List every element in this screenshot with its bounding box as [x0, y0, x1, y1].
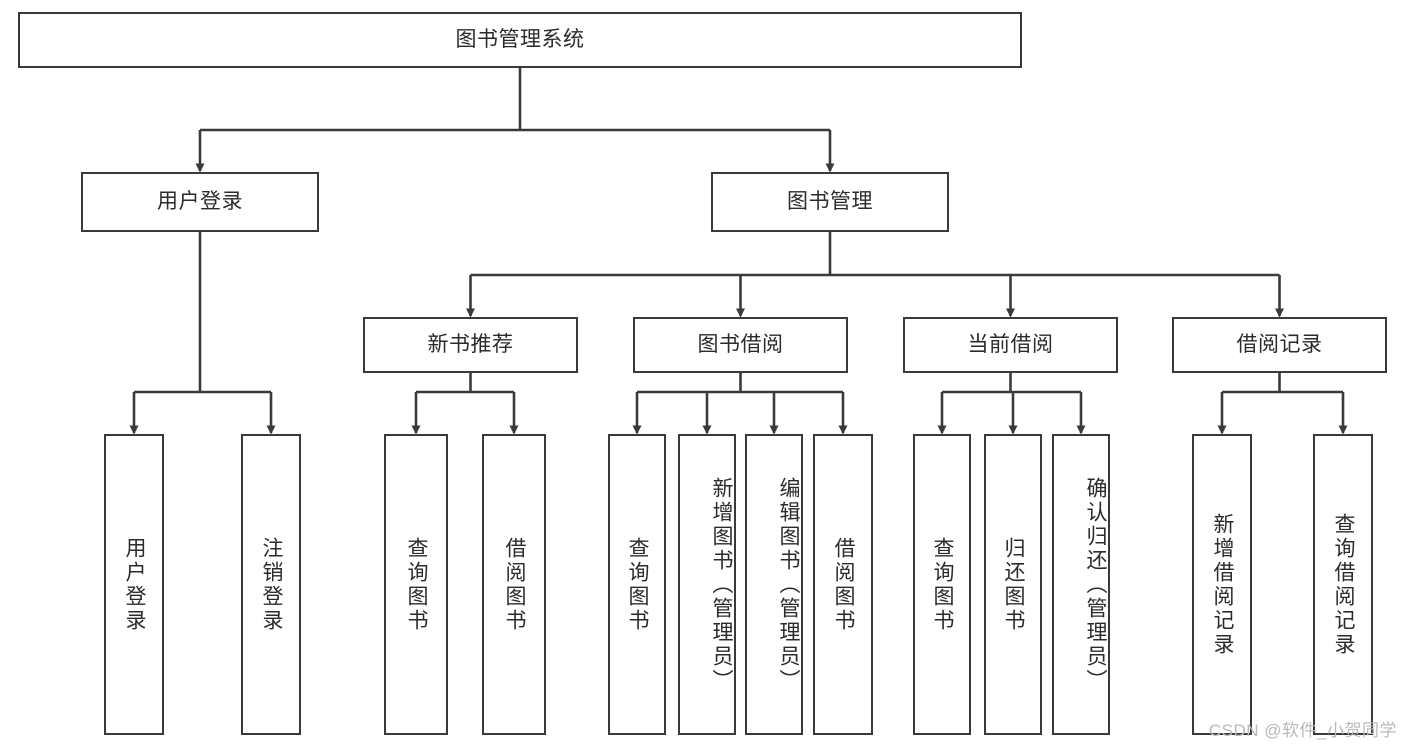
node-leaf-borrow-4[interactable]: 借阅图书: [813, 434, 873, 735]
node-label: 用户登录: [157, 190, 243, 214]
node-borrow[interactable]: 图书借阅: [633, 317, 848, 373]
node-login[interactable]: 用户登录: [81, 172, 319, 232]
node-records[interactable]: 借阅记录: [1172, 317, 1387, 373]
node-label: 查询图书: [626, 536, 650, 633]
node-label: 查询借阅记录: [1332, 512, 1356, 657]
node-leaf-cur-2[interactable]: 归还图书: [984, 434, 1042, 735]
node-label: 用户登录: [123, 536, 147, 633]
node-leaf-login-1[interactable]: 用户登录: [104, 434, 164, 735]
node-label: 新增图书（管理员）: [710, 476, 733, 693]
node-leaf-borrow-1[interactable]: 查询图书: [608, 434, 666, 735]
node-leaf-rec-2[interactable]: 查询借阅记录: [1313, 434, 1373, 735]
watermark-label: CSDN @软件_小贺同学: [1208, 721, 1397, 740]
node-newbook[interactable]: 新书推荐: [363, 317, 578, 373]
node-label: 借阅图书: [832, 536, 856, 633]
node-leaf-borrow-3[interactable]: 编辑图书（管理员）: [745, 434, 803, 735]
node-root[interactable]: 图书管理系统: [18, 12, 1022, 68]
node-label: 图书管理系统: [455, 28, 585, 52]
node-leaf-rec-1[interactable]: 新增借阅记录: [1192, 434, 1252, 735]
node-label: 查询图书: [931, 536, 955, 633]
node-leaf-new-1[interactable]: 查询图书: [384, 434, 448, 735]
node-label: 图书管理: [787, 190, 873, 214]
node-label: 当前借阅: [967, 333, 1054, 357]
node-label: 确认归还（管理员）: [1084, 476, 1107, 693]
node-label: 图书借阅: [697, 333, 784, 357]
node-label: 新增借阅记录: [1211, 512, 1235, 657]
node-label: 新书推荐: [427, 333, 514, 357]
node-label: 借阅图书: [503, 536, 527, 633]
node-leaf-cur-1[interactable]: 查询图书: [913, 434, 971, 735]
node-label: 查询图书: [405, 536, 429, 633]
node-leaf-borrow-2[interactable]: 新增图书（管理员）: [678, 434, 736, 735]
node-leaf-new-2[interactable]: 借阅图书: [482, 434, 546, 735]
node-current[interactable]: 当前借阅: [903, 317, 1118, 373]
node-bookmgmt[interactable]: 图书管理: [711, 172, 949, 232]
edge-paths: [129, 68, 1348, 435]
node-leaf-login-2[interactable]: 注销登录: [241, 434, 301, 735]
node-leaf-cur-3[interactable]: 确认归还（管理员）: [1052, 434, 1110, 735]
node-label: 归还图书: [1002, 536, 1026, 633]
node-label: 注销登录: [260, 536, 284, 633]
node-label: 借阅记录: [1236, 333, 1323, 357]
node-label: 编辑图书（管理员）: [777, 476, 800, 693]
